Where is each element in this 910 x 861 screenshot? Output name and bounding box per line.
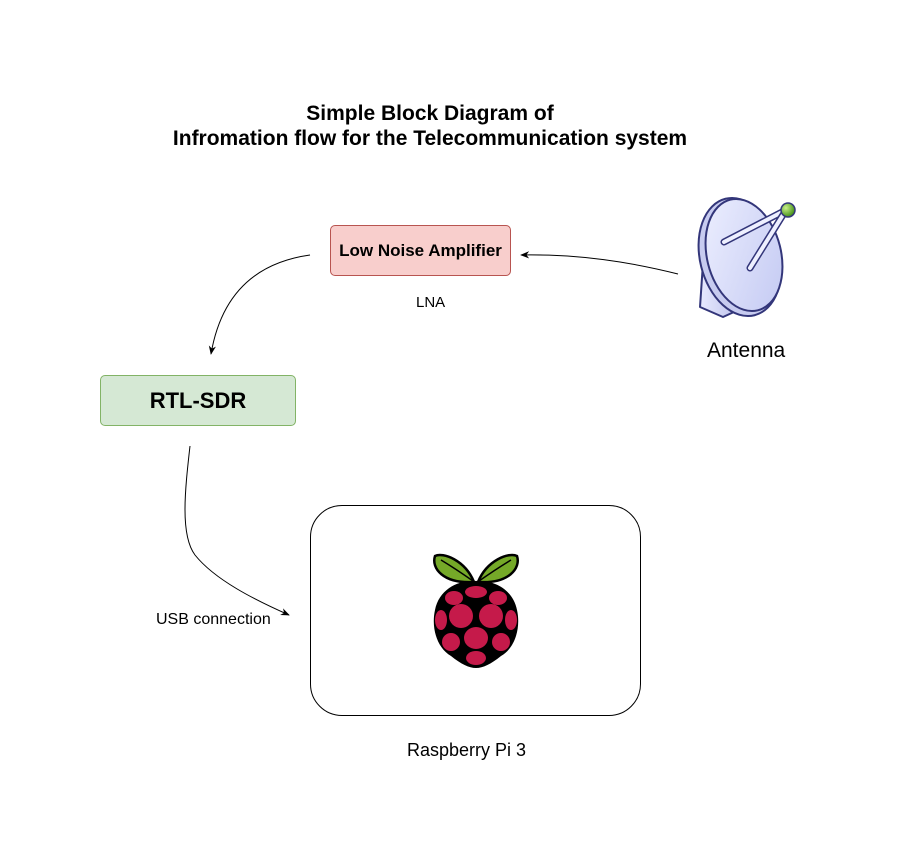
diagram-title: Simple Block Diagram of Infromation flow… (0, 101, 860, 151)
raspberry-pi-block[interactable] (310, 505, 641, 716)
edge-lna-to-rtl-sdr (208, 254, 311, 355)
raspberry-pi-label: Raspberry Pi 3 (407, 740, 527, 760)
lna-sublabel: LNA (416, 294, 446, 311)
diagram-title-line-1: Simple Block Diagram of (306, 102, 554, 125)
usb-connection-label: USB connection (156, 611, 271, 628)
lna-block-label: Low Noise Amplifier (339, 240, 502, 260)
rtl-sdr-block-label: RTL-SDR (149, 387, 247, 413)
edge-rtl-sdr-to-raspberry-pi (184, 445, 290, 616)
antenna-label: Antenna (707, 339, 786, 362)
diagram-title-line-2: Infromation flow for the Telecommunicati… (172, 127, 688, 150)
edge-antenna-to-lna (520, 251, 679, 275)
rtl-sdr-block[interactable]: RTL-SDR (100, 375, 296, 426)
lna-block[interactable]: Low Noise Amplifier (330, 225, 511, 276)
raspberry-pi-logo-icon (432, 553, 519, 668)
satellite-dish-icon[interactable] (690, 195, 800, 320)
